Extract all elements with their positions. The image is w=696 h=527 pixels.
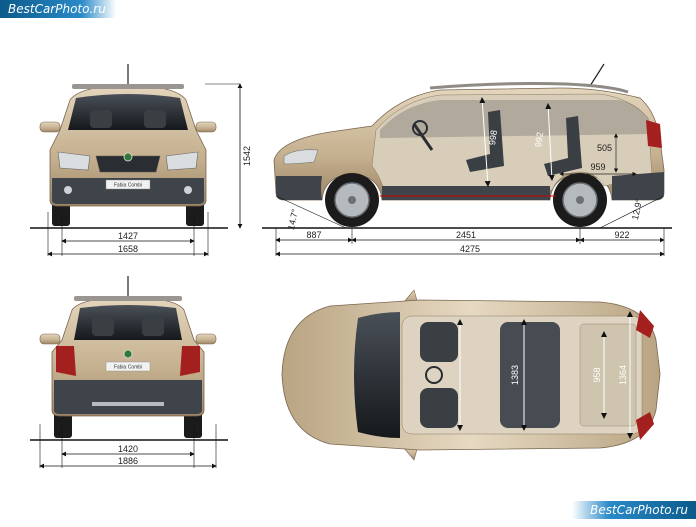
top-taillight-right [636,412,654,440]
front-seat-right [144,110,166,128]
side-wheelbase-label: 2451 [456,230,476,240]
rear-skid-plate [92,402,164,406]
front-bumper-cladding [52,178,204,204]
rear-track-label: 1420 [118,444,138,454]
side-approach-line [275,195,347,229]
side-headlight [283,149,319,165]
front-mirror-right [195,121,217,133]
side-front-overhang-label: 887 [306,230,321,240]
front-view: Fabia Combi 1542 1427 1658 [30,64,252,257]
side-approach-label: 14.7° [286,208,300,231]
side-steering-wheel-icon [412,120,428,136]
watermark-top: BestCarPhoto.ru [0,0,116,18]
side-length-label: 4275 [460,244,480,254]
rear-seat-left [92,318,114,336]
side-rear-seat [544,116,582,176]
side-departure-line [599,195,665,229]
side-taillight [646,120,662,148]
rear-mirror-left [39,333,61,345]
side-front-headroom-label: 998 [487,129,499,145]
front-headlight-left [57,151,91,171]
side-antenna [589,63,605,87]
rear-width-label: 1886 [118,456,138,466]
top-gear-icon [425,366,443,384]
front-width-label: 1658 [118,244,138,254]
side-rear-overhang-label: 922 [614,230,629,240]
front-height-label: 1542 [242,146,252,166]
rear-taillight-right [180,346,200,376]
front-plate-text: Fabia Combi [114,183,142,189]
side-front-hub [348,196,356,204]
front-logo-icon [123,152,133,162]
front-foglight-left [64,186,72,194]
top-windshield [354,312,400,438]
front-plate [105,179,151,190]
side-roof-rail [429,82,629,94]
front-mirror-left [39,121,61,133]
side-sill-cladding [382,186,550,200]
front-foglight-right [184,186,192,194]
side-rear-headroom-label: 992 [533,131,545,147]
top-seat-front-right [420,388,458,428]
side-steering-column [412,123,434,151]
side-rear-hub [576,196,584,204]
watermark-bottom: BestCarPhoto.ru [572,501,696,519]
rear-taillight-left [56,346,76,376]
rear-seat-right [142,318,164,336]
front-headlight-right [165,151,199,171]
top-cargo-width-label: 1364 [618,365,628,385]
side-cargo-height-label: 505 [597,143,612,153]
top-taillight-left [636,310,654,338]
rear-plate [105,361,151,372]
front-track-label: 1427 [118,231,138,241]
side-cargo-length-label: 959 [590,162,605,172]
top-rear-width-label: 958 [592,367,602,382]
side-front-bumper [276,176,322,200]
rear-logo-icon [123,349,133,359]
side-departure-label: 12.9° [630,198,644,221]
top-front-width-label: 1383 [510,365,520,385]
rear-bumper-cladding [54,380,202,414]
side-window-band [380,100,650,138]
side-view: 998 992 505 959 14.7° 12.9° 887 2451 922… [262,63,672,257]
top-rear-bench [500,322,560,428]
top-cargo-area [579,323,637,427]
front-seat-left [90,110,112,128]
top-view: 1383 958 1364 [281,289,661,461]
rear-plate-text: Fabia Combi [114,365,142,371]
front-windshield [68,94,188,130]
rear-window [74,305,182,340]
front-grille [95,155,161,173]
front-roof-rails [72,84,184,89]
side-rear-bumper [612,172,664,200]
side-front-headroom-line [479,97,491,187]
side-front-seat [466,110,504,172]
rear-roof-rails [74,296,182,301]
side-rear-headroom-line [545,103,555,181]
rear-view: Fabia Combi 1420 1886 [30,276,228,469]
top-seat-front-left [420,322,458,362]
rear-mirror-right [195,333,217,345]
